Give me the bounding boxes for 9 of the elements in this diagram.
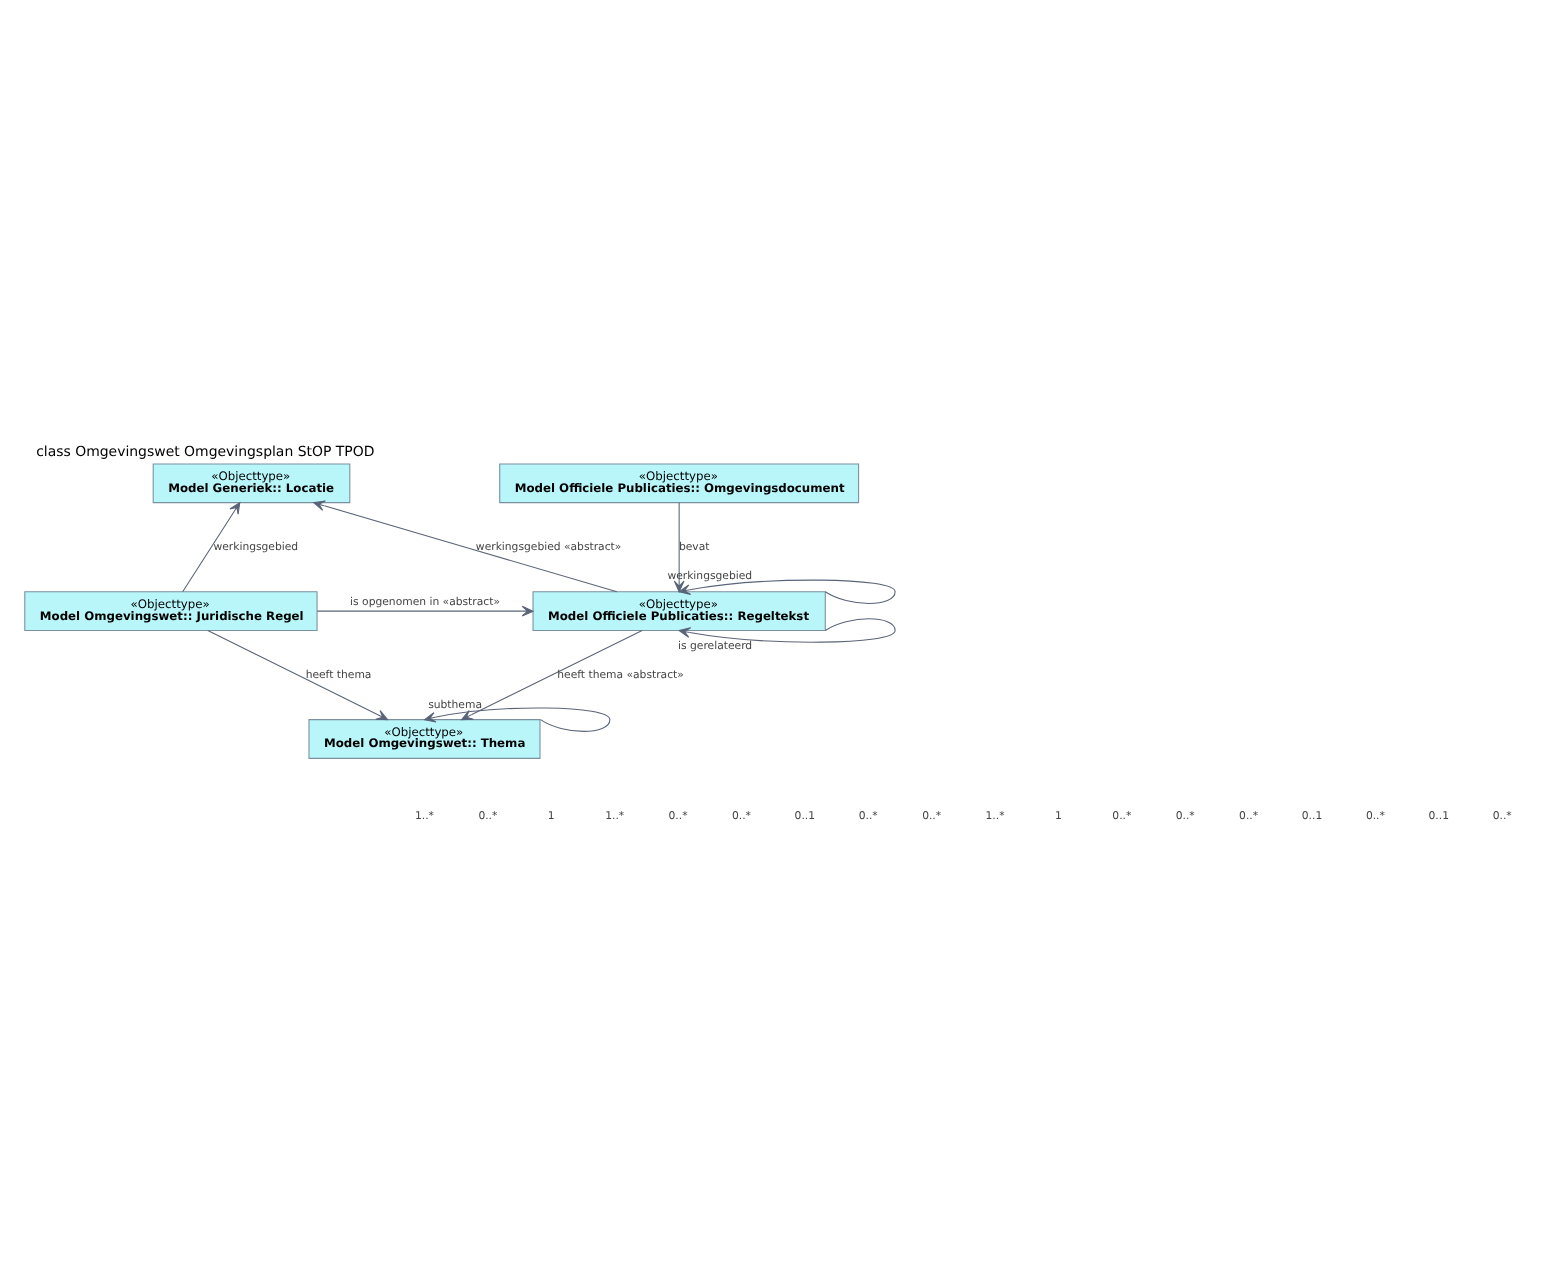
arrow (181, 502, 240, 593)
arrow (422, 707, 610, 732)
arrow (312, 500, 617, 593)
arrow (206, 629, 388, 721)
arrow (672, 502, 684, 593)
arrow (677, 618, 895, 643)
arrow (460, 629, 642, 721)
arrow (315, 605, 533, 617)
arrow (677, 579, 895, 604)
